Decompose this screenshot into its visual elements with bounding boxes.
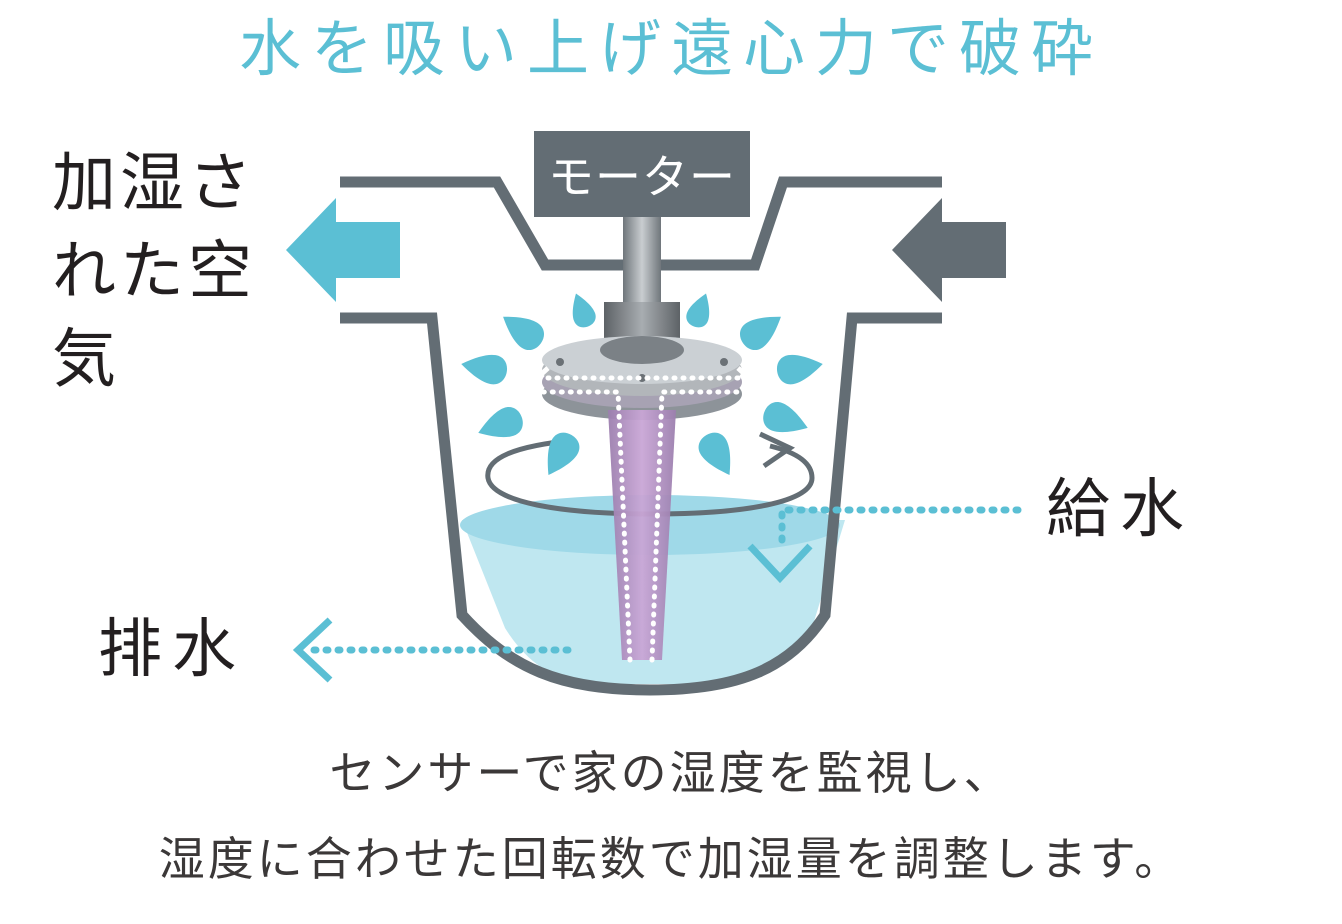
diagram-title: 水を吸い上げ遠心力で破砕 <box>238 12 1103 85</box>
arrow-left-icon <box>286 198 400 302</box>
water-flow-path <box>532 375 748 663</box>
drainage-label: 排水 <box>98 613 246 687</box>
chevron-down-icon <box>747 543 813 584</box>
tank-outline <box>340 312 942 696</box>
rotating-disc <box>542 336 742 420</box>
caption-line-2: 湿度に合わせた回転数で加湿量を調整します。 <box>158 832 1184 886</box>
water-supply-line <box>747 506 1022 584</box>
motor-label: モーター <box>534 131 750 217</box>
motor-hub <box>604 302 680 338</box>
caption-line-1: センサーで家の湿度を監視し、 <box>329 746 1013 800</box>
drainage-line <box>292 617 572 683</box>
arrow-in-icon <box>892 198 1006 302</box>
chevron-left-icon <box>292 617 333 683</box>
spray-chevrons <box>518 366 768 416</box>
humidified-air-label: 加湿された空気 <box>52 147 256 397</box>
motor-rod <box>623 214 661 314</box>
water-supply-label: 給水 <box>1046 473 1194 547</box>
